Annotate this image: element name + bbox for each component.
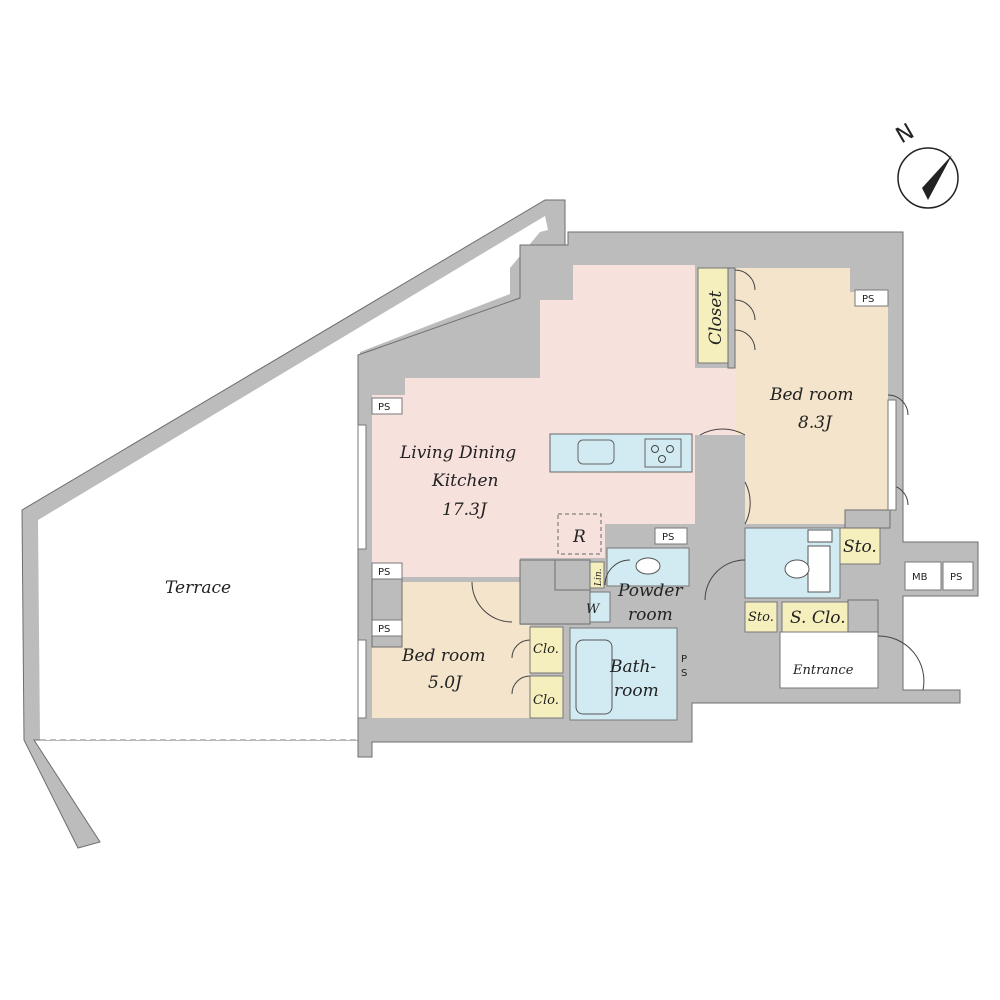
sto-small-area [744,601,778,633]
wash-basin [635,557,661,575]
sto-large-label: Sto. [843,537,877,557]
ps-bath-p-label: P [681,654,687,665]
mb-box [904,561,942,591]
bedroom-8-3j-size: 8.3J [798,413,833,433]
bedroom-5-0j-label: Bed room [401,646,486,666]
bedroom-5-0j-size: 5.0J [428,673,463,693]
clo-lower-area [529,675,564,719]
bedroom-8-3j-room [735,268,888,524]
windows [357,399,897,719]
s-clo-label: S. Clo. [790,608,846,628]
sto-small-label: Sto. [748,610,774,625]
bedroom-8-3j-label: Bed room [769,385,854,405]
north-arrow-icon [922,155,952,200]
mb-label: MB [912,572,928,583]
ps-left-mid-label: PS [378,567,390,578]
refrigerator-label: R [572,527,586,547]
entrance-area [779,631,879,689]
ps-mb-box [942,561,974,591]
compass-north-label: N [892,119,919,149]
refrigerator-space [557,513,602,555]
s-clo-area [781,601,849,633]
compass: N [892,119,959,209]
ps-bath-s-label: S [681,668,687,679]
ps-mb-label: PS [950,572,962,583]
clo-upper-area [529,626,564,674]
lin-label: Lin. [594,568,604,587]
powder-room-label-line1: Powder [617,581,683,601]
bathroom-label-line1: Bath- [609,657,656,677]
terrace-label: Terrace [165,578,231,598]
clo-lower-label: Clo. [533,693,559,708]
clo-upper-label: Clo. [533,642,559,657]
toilet-fixture [784,529,833,593]
ldk-label-line2: Kitchen [431,471,498,491]
closet-label: Closet [706,291,726,345]
ps-ldk-left-label: PS [378,402,390,413]
ps-left-low-label: PS [378,624,390,635]
sto-large-area [839,527,881,565]
interior-walls [371,267,891,648]
kitchen-counter [549,433,693,473]
ldk-label-line1: Living Dining [399,443,516,463]
doors [471,269,925,695]
ps-top-right-label: PS [862,294,874,305]
entrance-label: Entrance [792,663,854,678]
powder-room-label-line2: room [628,605,673,625]
ps-kitchen-label: PS [662,532,674,543]
bathroom-label-line2: room [614,681,659,701]
living-dining-kitchen-room [372,265,745,577]
bathtub [575,639,613,715]
w-label: W [586,602,601,617]
ldk-size-label: 17.3J [442,500,488,520]
